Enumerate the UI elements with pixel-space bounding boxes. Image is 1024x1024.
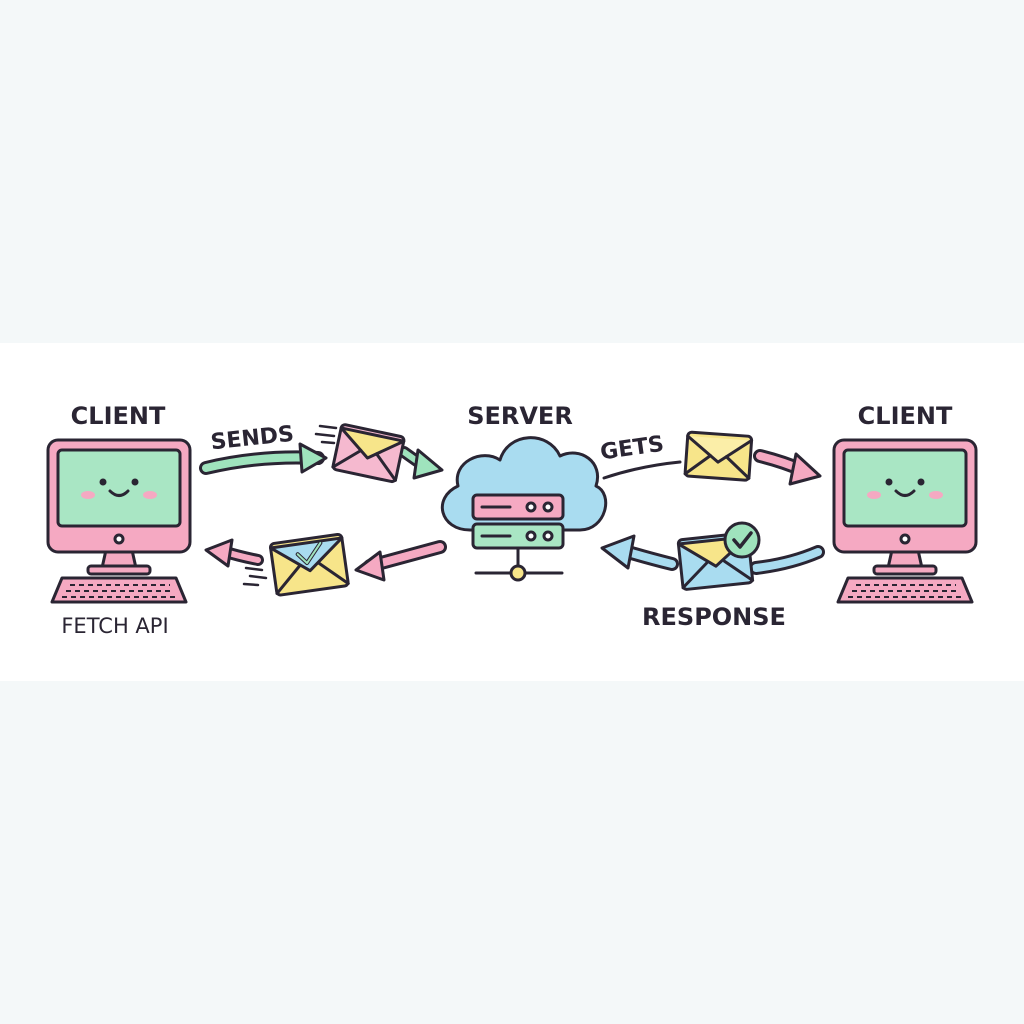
cloud-server-icon xyxy=(440,436,608,582)
motion-lines-2 xyxy=(242,566,268,587)
sends-arrow xyxy=(199,442,328,475)
sends-label: SENDS xyxy=(210,422,296,456)
client-right-label: CLIENT xyxy=(858,402,953,430)
return-arrow-left xyxy=(354,540,447,582)
gets-connector xyxy=(602,460,682,480)
return-envelope-check-icon xyxy=(269,532,350,597)
return-arrow-left-2 xyxy=(204,538,264,568)
response-arrow-2 xyxy=(600,534,679,571)
motion-lines xyxy=(314,424,338,445)
client-left-label: CLIENT xyxy=(71,402,166,430)
client-right-computer-icon xyxy=(832,438,978,604)
response-label: RESPONSE xyxy=(642,603,786,631)
server-label: SERVER xyxy=(467,402,573,430)
response-arrow xyxy=(749,545,825,575)
client-left-computer-icon xyxy=(46,438,192,604)
gets-label: GETS xyxy=(599,432,666,466)
gets-arrow xyxy=(753,449,822,486)
sends-arrow-2 xyxy=(398,446,444,480)
check-badge-icon xyxy=(723,521,761,559)
fetch-api-label: FETCH API xyxy=(61,614,168,638)
gets-envelope-icon xyxy=(683,430,754,482)
sends-envelope-icon xyxy=(331,423,406,484)
